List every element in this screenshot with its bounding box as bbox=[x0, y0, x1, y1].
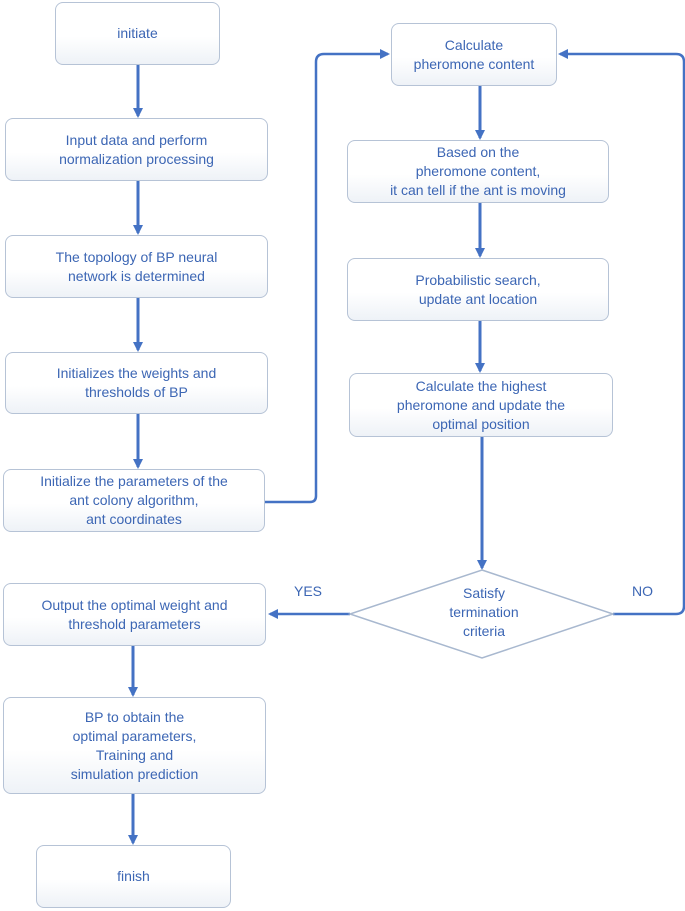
decision-label: Satisfy termination criteria bbox=[449, 584, 519, 639]
node-calc-pheromone-label: Calculate pheromone content bbox=[413, 36, 535, 72]
yes-label: YES bbox=[294, 583, 323, 599]
node-initiate-label: initiate bbox=[117, 25, 158, 41]
node-calc-highest: Calculate the highest pheromone and upda… bbox=[349, 373, 613, 437]
no-label: NO bbox=[632, 583, 653, 599]
node-topology-label: The topology of BP neural network is det… bbox=[55, 248, 218, 284]
node-calc-highest-label: Calculate the highest pheromone and upda… bbox=[396, 377, 566, 432]
node-calc-pheromone: Calculate pheromone content bbox=[391, 23, 557, 86]
node-bp-obtain-label: BP to obtain the optimal parameters, Tra… bbox=[70, 708, 199, 782]
node-input-data: Input data and perform normalization pro… bbox=[5, 118, 268, 181]
node-init-weights-label: Initializes the weights and thresholds o… bbox=[56, 365, 217, 400]
node-finish: finish bbox=[36, 845, 231, 908]
node-output-optimal-label: Output the optimal weight and threshold … bbox=[41, 596, 228, 632]
node-finish-label: finish bbox=[117, 868, 150, 884]
node-ant-moving: Based on the pheromone content, it can t… bbox=[347, 140, 609, 203]
node-bp-obtain: BP to obtain the optimal parameters, Tra… bbox=[3, 697, 266, 794]
node-init-ant-label: Initialize the parameters of the ant col… bbox=[40, 473, 228, 527]
node-input-data-label: Input data and perform normalization pro… bbox=[59, 131, 214, 167]
node-init-ant: Initialize the parameters of the ant col… bbox=[3, 469, 265, 532]
node-ant-moving-label: Based on the pheromone content, it can t… bbox=[390, 144, 566, 198]
node-init-weights: Initializes the weights and thresholds o… bbox=[5, 352, 268, 414]
arrow-decision-no-loop bbox=[558, 49, 685, 616]
node-prob-search: Probabilistic search, update ant locatio… bbox=[347, 258, 609, 321]
decision-diamond bbox=[347, 569, 616, 659]
node-output-optimal: Output the optimal weight and threshold … bbox=[3, 583, 266, 646]
node-initiate: initiate bbox=[55, 2, 220, 65]
arrow-ant-init-to-pheromone bbox=[265, 49, 390, 504]
node-prob-search-label: Probabilistic search, update ant locatio… bbox=[415, 271, 541, 307]
node-topology: The topology of BP neural network is det… bbox=[5, 235, 268, 298]
